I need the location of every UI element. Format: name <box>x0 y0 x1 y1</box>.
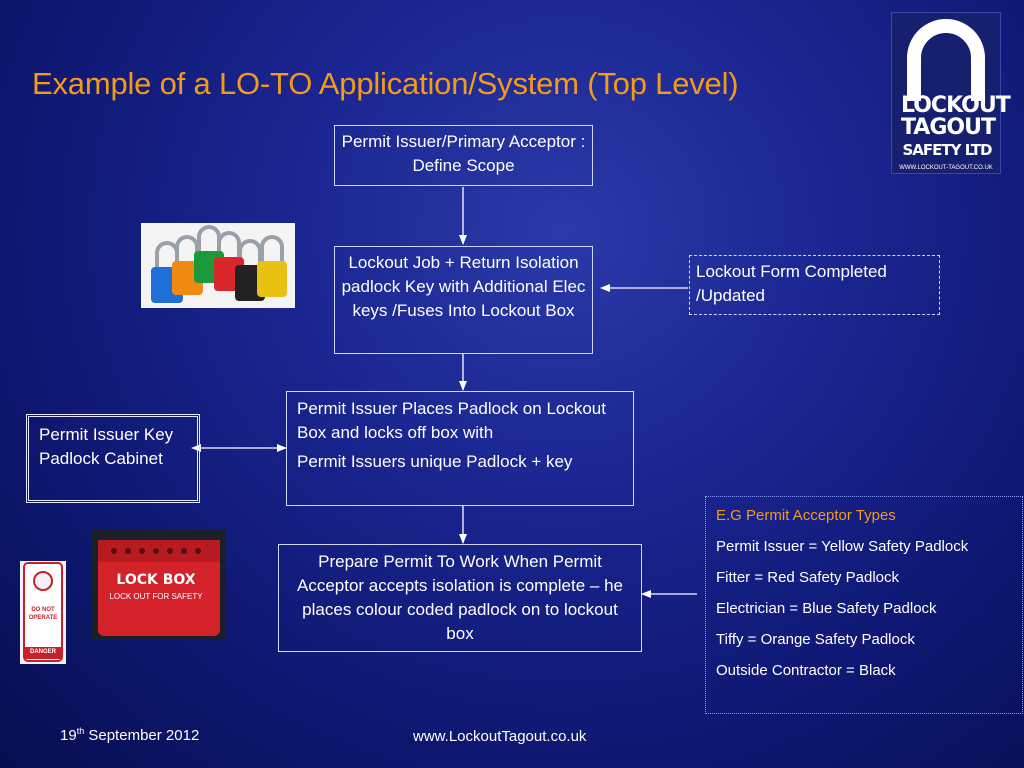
acceptor-types-title: E.G Permit Acceptor Types <box>716 507 896 524</box>
padlocks-photo <box>141 223 295 308</box>
flow-step-define-scope: Permit Issuer/Primary Acceptor : Define … <box>334 125 593 186</box>
colored-padlocks-icon <box>151 225 287 303</box>
logo-line-2: TAGOUT <box>901 115 996 140</box>
acceptor-type-item: Outside Contractor = Black <box>716 662 896 679</box>
footer-date: 19th September 2012 <box>60 726 199 744</box>
acceptor-type-item: Fitter = Red Safety Padlock <box>716 569 900 586</box>
acceptor-type-item: Electrician = Blue Safety Padlock <box>716 600 937 617</box>
place-padlock-text-2: Permit Issuers unique Padlock + key <box>297 452 573 471</box>
lockout-form-box: Lockout Form Completed /Updated <box>689 255 940 315</box>
tag-hole-icon <box>23 562 63 662</box>
footer-website-link[interactable]: www.LockoutTagout.co.uk <box>413 728 587 745</box>
flow-step-prepare-permit: Prepare Permit To Work When Permit Accep… <box>278 544 642 652</box>
danger-tag-photo: DO NOT OPERATE DANGER <box>20 561 66 664</box>
lock-box-label: LOCK BOX <box>116 572 196 588</box>
logo-line-3: SAFETY LTD <box>902 141 993 159</box>
key-padlock-cabinet-box: Permit Issuer Key Padlock Cabinet <box>26 414 200 503</box>
tag-label-1: DO NOT <box>31 607 55 613</box>
lockout-tagout-logo: LOCKOUT TAGOUT SAFETY LTD WWW.LOCKOUT-TA… <box>891 12 1011 174</box>
lock-box-icon <box>98 540 220 636</box>
logo-line-1: LOCKOUT <box>901 93 1011 118</box>
acceptor-types-panel: E.G Permit Acceptor Types Permit Issuer … <box>705 496 1023 714</box>
padlock-shackle-icon <box>907 19 985 101</box>
tag-label-3: DANGER <box>29 649 56 655</box>
footer-date-day: 19 <box>60 727 77 744</box>
tag-label-2: OPERATE <box>28 615 58 621</box>
place-padlock-text-1: Permit Issuer Places Padlock on Lockout … <box>297 399 606 442</box>
footer-date-suffix: th <box>76 726 85 736</box>
flow-step-lockout-job: Lockout Job + Return Isolation padlock K… <box>334 246 593 354</box>
footer-date-rest: September 2012 <box>84 727 200 744</box>
lock-box-photo: LOCK BOX LOCK OUT FOR SAFETY <box>92 530 226 640</box>
logo-url: WWW.LOCKOUT-TAGOUT.CO.UK <box>899 165 993 171</box>
acceptor-type-item: Permit Issuer = Yellow Safety Padlock <box>716 538 969 555</box>
acceptor-type-item: Tiffy = Orange Safety Padlock <box>716 631 915 648</box>
slide-title: Example of a LO-TO Application/System (T… <box>32 66 739 101</box>
lock-box-sublabel: LOCK OUT FOR SAFETY <box>109 592 203 601</box>
flow-step-place-padlock: Permit Issuer Places Padlock on Lockout … <box>286 391 634 506</box>
